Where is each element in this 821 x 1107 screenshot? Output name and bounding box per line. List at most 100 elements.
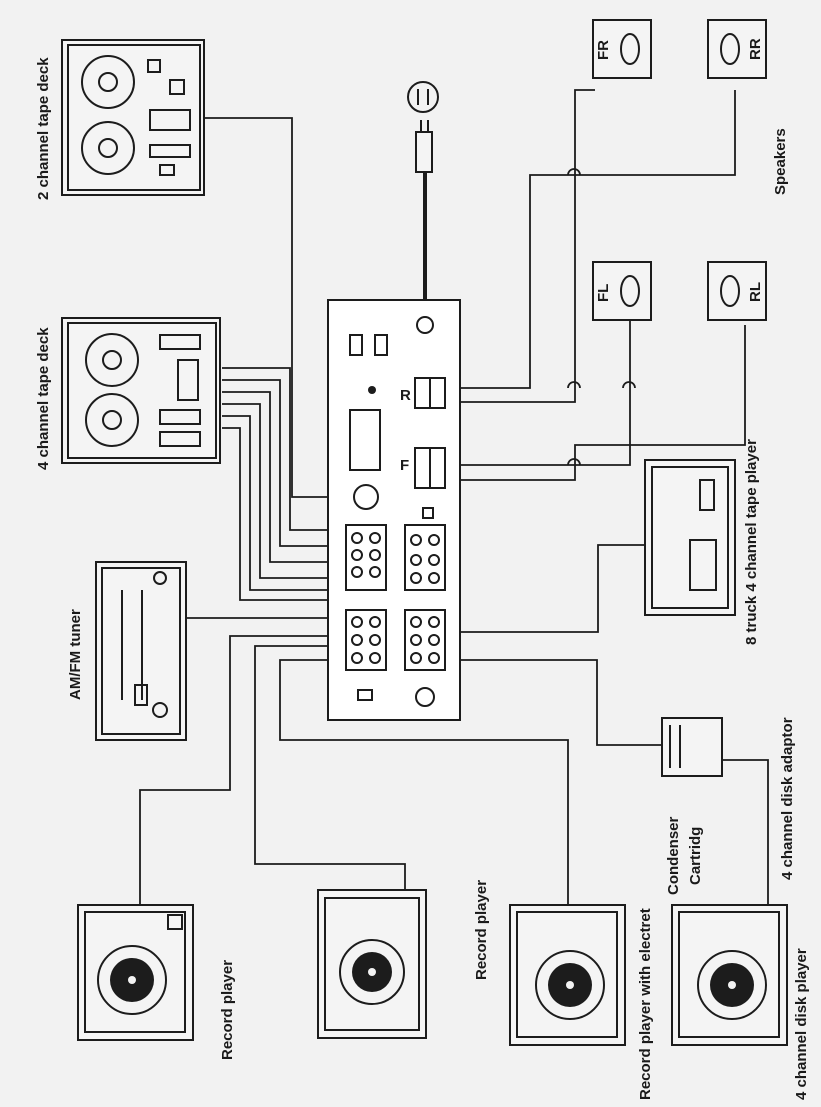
wire-disk-adaptor (455, 659, 662, 746)
terminal-f-label: F (400, 457, 409, 474)
rca-jack-icon (351, 566, 363, 578)
cartridg-label: Cartridg (687, 827, 704, 885)
rca-jack-icon (410, 534, 422, 546)
selector-switch-icon (422, 507, 434, 519)
speaker-cone-icon (620, 33, 640, 65)
input-jack-panel-lower-left (345, 609, 387, 671)
record-player-lid (516, 911, 618, 1038)
turntable-platter-icon (697, 950, 767, 1020)
jack-panel-frame (404, 524, 446, 591)
reel-icon (81, 55, 135, 109)
wire-tape4-6 (222, 427, 350, 601)
speakers-label: Speakers (772, 128, 789, 195)
terminal-r-label: R (400, 387, 411, 404)
control-buttons-icon (159, 431, 201, 447)
switch-icon (349, 334, 363, 356)
speaker-fl-label: FL (595, 284, 612, 302)
wire-tape4-1 (222, 367, 350, 531)
rca-jack-icon (351, 634, 363, 646)
tape-deck-panel (67, 44, 201, 191)
rca-jack-icon (369, 532, 381, 544)
record-label (368, 968, 376, 976)
adaptor-body (661, 717, 723, 777)
rca-jack-icon (428, 634, 440, 646)
rca-jack-icon (369, 566, 381, 578)
wire-tape2 (205, 117, 355, 498)
am-fm-tuner (95, 561, 187, 741)
knob-icon (152, 702, 168, 718)
ground-terminal-icon (368, 386, 376, 394)
input-jack-panel-lower-right (404, 609, 446, 671)
wire-speaker-rl (448, 325, 746, 481)
wire-tape4-2 (222, 379, 350, 547)
knob-icon (153, 571, 167, 585)
disk-adaptor-4ch-label: 4 channel disk adaptor (779, 717, 796, 880)
tuner-panel (101, 567, 181, 735)
control-buttons-icon (149, 144, 191, 158)
speaker-cone-icon (620, 275, 640, 307)
rca-jack-icon (410, 634, 422, 646)
tape-deck-panel (67, 322, 217, 459)
rca-jack-icon (369, 652, 381, 664)
fuse-holder-icon (357, 689, 373, 701)
control-icon (167, 914, 183, 930)
wire-crossover-4 (567, 458, 581, 466)
tape-player-8track (644, 459, 736, 616)
record-label (128, 976, 136, 984)
rca-jack-icon (369, 616, 381, 628)
tape-deck-body (61, 317, 221, 464)
condenser-label: Condenser (665, 816, 682, 895)
turntable-platter-icon (97, 945, 167, 1015)
tape-input-socket-icon (353, 484, 379, 510)
wire-record-player-1 (139, 635, 350, 905)
reel-hub-icon (102, 410, 122, 430)
wire-record-player-electret (279, 659, 569, 905)
record-player-3-label: Record player (473, 880, 490, 980)
cartridge-slot-icon (689, 539, 717, 591)
reel-hub-icon (102, 350, 122, 370)
record-player-lid (84, 911, 186, 1033)
wall-outlet-icon (407, 81, 439, 113)
wire-record-player-2 (254, 645, 406, 890)
rca-jack-icon (351, 652, 363, 664)
head-cover-icon (177, 359, 199, 401)
panel-label-plate (349, 409, 381, 471)
power-plug-icon (407, 81, 439, 173)
head-cover-icon (149, 109, 191, 131)
input-jack-panel-upper-left (345, 524, 387, 591)
record-player-electret (509, 904, 626, 1046)
tape-player-panel (651, 466, 729, 609)
speaker-cabinet (592, 19, 652, 79)
speaker-fr: FR (592, 19, 652, 79)
button-icon (169, 79, 185, 95)
wire-8track (455, 544, 645, 633)
speaker-fl: FL (592, 261, 652, 321)
speaker-cabinet (707, 19, 767, 79)
wire-speaker-fl (448, 320, 631, 466)
speaker-cone-icon (720, 33, 740, 65)
tape-deck-body (61, 39, 205, 196)
rca-jack-icon (369, 634, 381, 646)
tape-deck-2ch (61, 39, 205, 196)
jack-panel-frame (345, 524, 387, 591)
reel-icon (81, 121, 135, 175)
input-jack-panel-upper-right (404, 524, 446, 591)
tape-deck-4ch (61, 317, 221, 464)
wire-tape4-5 (222, 415, 350, 591)
disk-player-4ch (671, 904, 788, 1046)
rca-jack-icon (410, 554, 422, 566)
reel-icon (85, 333, 139, 387)
connection-wires (139, 89, 769, 905)
reel-hub-icon (98, 138, 118, 158)
speaker-rl: RL (707, 261, 767, 321)
button-icon (134, 684, 148, 706)
tape-player-body (644, 459, 736, 616)
ac-outlet-icon (415, 687, 435, 707)
rca-jack-icon (410, 572, 422, 584)
tape-deck-2ch-label: 2 channel tape deck (35, 57, 52, 200)
wire-tape4-3 (222, 391, 350, 563)
rca-jack-icon (351, 616, 363, 628)
wire-crossover-2 (567, 381, 581, 389)
